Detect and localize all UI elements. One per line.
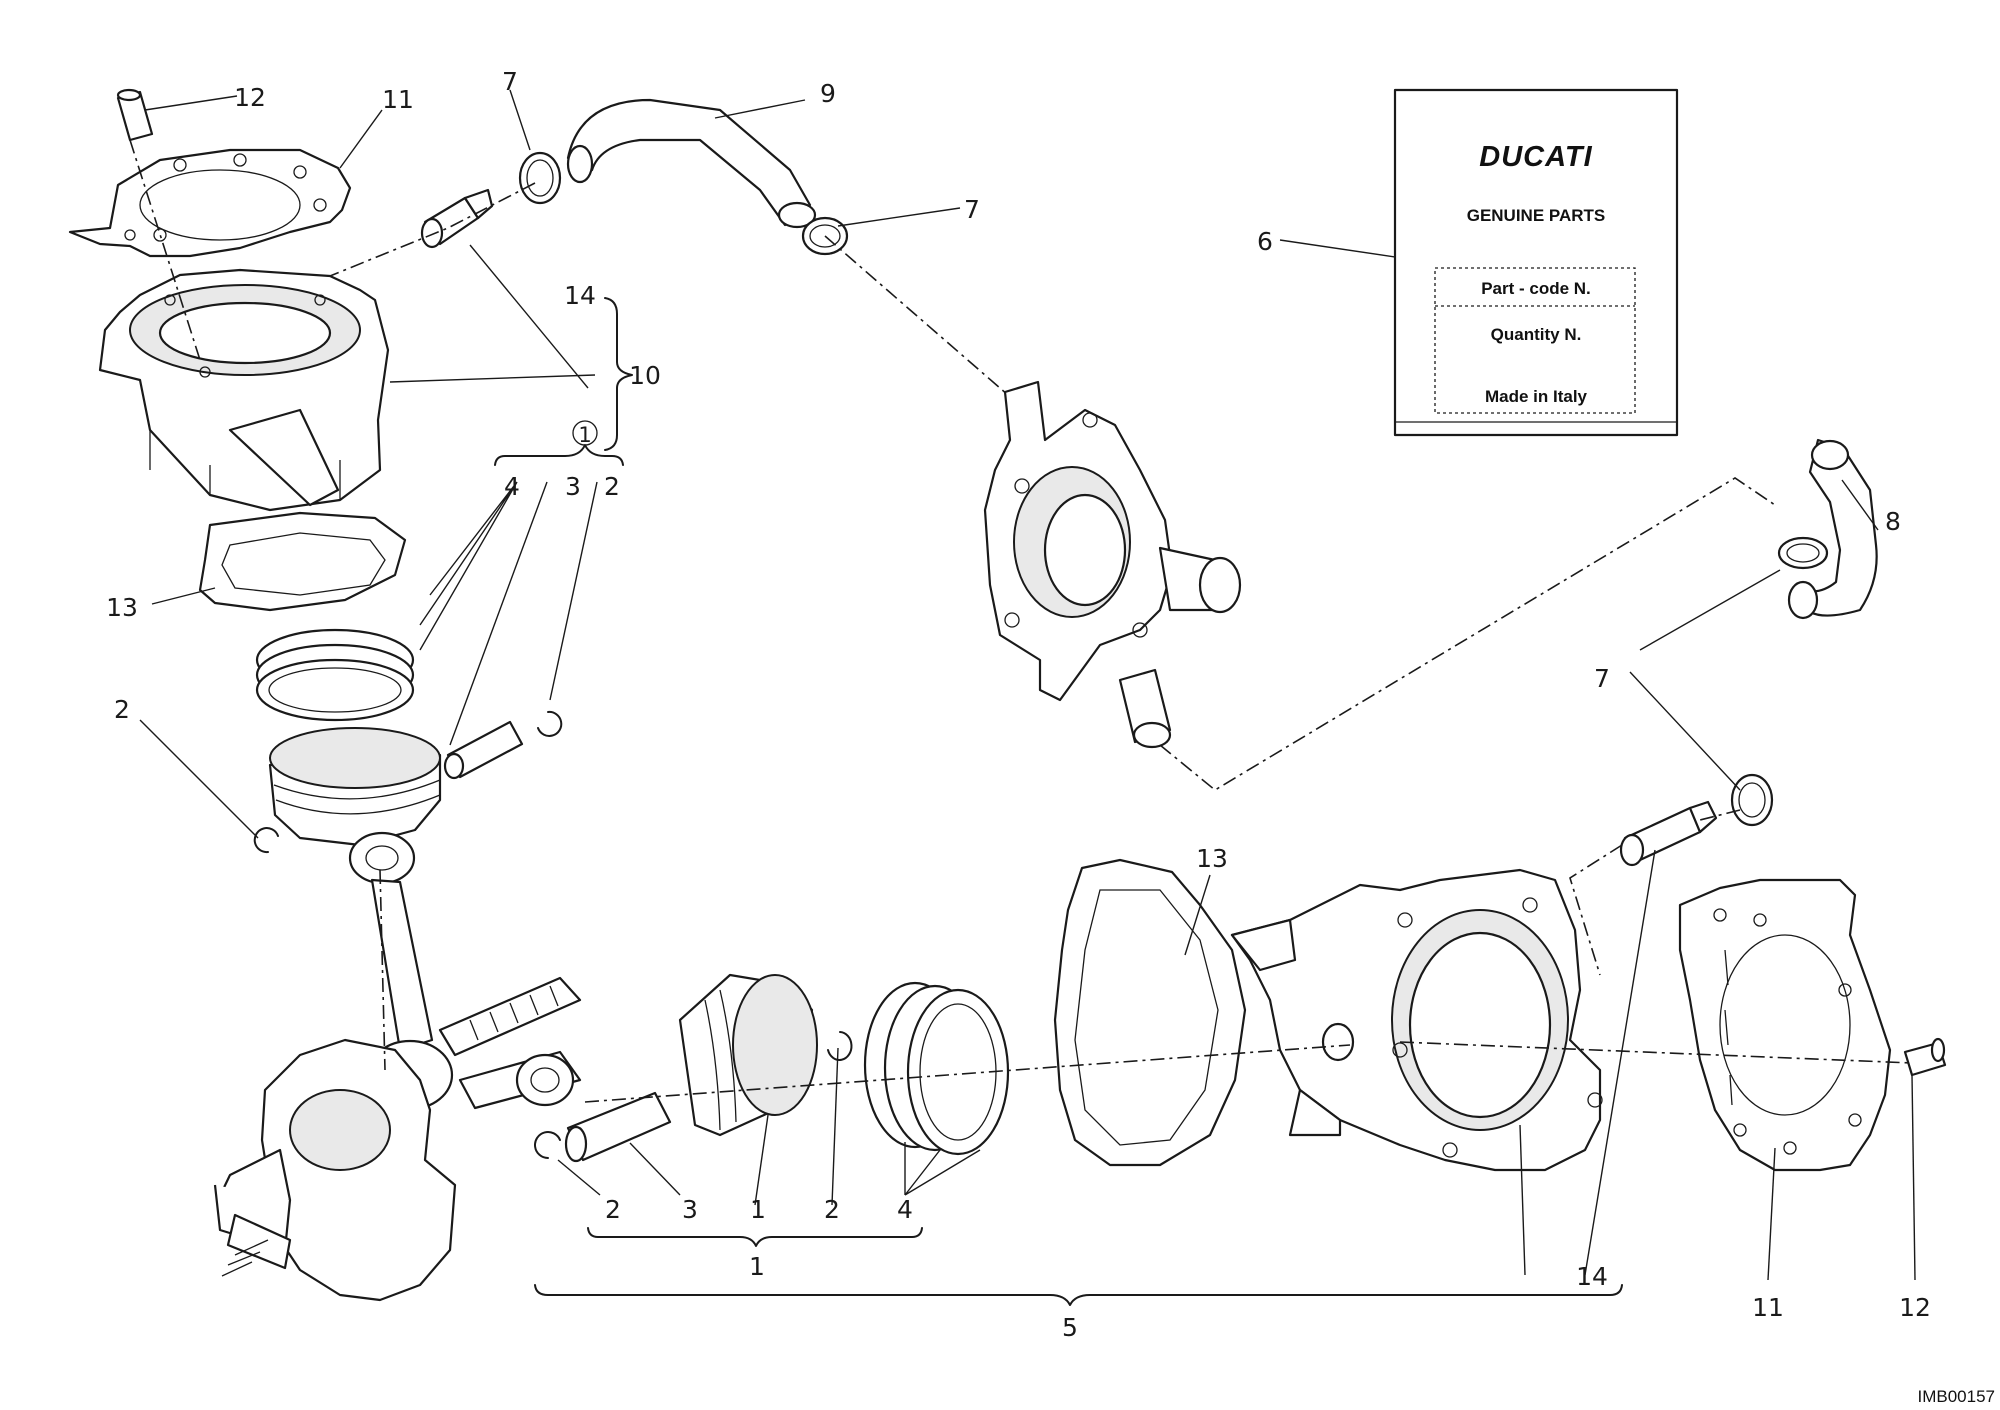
- callout-7-top-left: 7: [502, 67, 518, 96]
- union-fitting-top[interactable]: [420, 188, 494, 249]
- gasket-base-bottom[interactable]: [1053, 858, 1247, 1167]
- callout-11-bottom: 11: [1752, 1293, 1784, 1322]
- callout-4-top: 4: [504, 472, 520, 501]
- callout-9: 9: [820, 79, 836, 108]
- card-field-part-code: Part - code N.: [1481, 279, 1591, 298]
- callout-1-bottom-group: 1: [749, 1252, 765, 1281]
- callout-12-bottom: 12: [1899, 1293, 1931, 1322]
- circled-1-marker: [572, 420, 598, 446]
- crankshaft[interactable]: [213, 976, 582, 1302]
- genuine-parts-label-card: DUCATI GENUINE PARTS Part - code N. Quan…: [1393, 88, 1679, 437]
- piston-rings-top[interactable]: [255, 628, 415, 722]
- hose-clamp-top-left[interactable]: [518, 151, 562, 205]
- circlip-bottom-right[interactable]: [827, 1031, 853, 1061]
- callout-3-top: 3: [565, 472, 581, 501]
- circlip-bottom-left[interactable]: [534, 1131, 561, 1159]
- piston-top[interactable]: [268, 727, 442, 847]
- circlip-top-left[interactable]: [253, 827, 279, 854]
- callout-12-top: 12: [234, 83, 266, 112]
- callout-labels: 12 11 7 9 7 14 10 1 4 3 2 13 2 6 8 7 13 …: [106, 67, 1931, 1342]
- water-pump[interactable]: [983, 380, 1242, 749]
- piston-rings-bottom[interactable]: [863, 981, 1010, 1156]
- callout-7-right: 7: [1594, 664, 1610, 693]
- callout-2-bottom-right: 2: [824, 1195, 840, 1224]
- diagram-code: IMB00157: [1918, 1387, 1996, 1406]
- piston-pin-bottom[interactable]: [564, 1091, 672, 1163]
- callout-11-top: 11: [382, 85, 414, 114]
- callout-1-circled: 1: [578, 423, 591, 447]
- hose-top[interactable]: [566, 98, 817, 229]
- callout-10: 10: [629, 361, 661, 390]
- card-field-origin: Made in Italy: [1485, 387, 1588, 406]
- head-gasket-top[interactable]: [68, 148, 352, 258]
- callout-3-bottom: 3: [682, 1195, 698, 1224]
- leader-lines: [139, 89, 1916, 1281]
- callout-6: 6: [1257, 227, 1273, 256]
- dowel-pin-bottom[interactable]: [1903, 1037, 1947, 1077]
- piston-bottom[interactable]: [678, 973, 818, 1137]
- callout-13-top: 13: [106, 593, 138, 622]
- head-gasket-bottom[interactable]: [1678, 878, 1892, 1172]
- circlip-top-right[interactable]: [537, 710, 563, 737]
- cylinder-top[interactable]: [98, 268, 390, 512]
- callout-2-top-left: 2: [114, 695, 130, 724]
- callout-13-middle: 13: [1196, 844, 1228, 873]
- gasket-base-top[interactable]: [198, 511, 407, 612]
- cylinder-bottom[interactable]: [1230, 868, 1603, 1172]
- card-field-quantity: Quantity N.: [1491, 325, 1582, 344]
- callout-8: 8: [1885, 507, 1901, 536]
- hose-right[interactable]: [1787, 438, 1878, 620]
- callout-2-top-right: 2: [604, 472, 620, 501]
- hose-clamp-right-lower[interactable]: [1730, 773, 1774, 827]
- hose-clamp-right-upper[interactable]: [1777, 536, 1829, 570]
- card-brand: DUCATI: [1479, 141, 1592, 173]
- callout-14-bottom: 14: [1576, 1262, 1608, 1291]
- dowel-pin-top[interactable]: [116, 88, 154, 142]
- callout-5: 5: [1062, 1313, 1078, 1342]
- callout-2-bottom-left: 2: [605, 1195, 621, 1224]
- callout-4-bottom: 4: [897, 1195, 913, 1224]
- callout-1-bottom-leader: 1: [750, 1195, 766, 1224]
- assembly-axes: [129, 139, 1913, 1103]
- card-subtitle: GENUINE PARTS: [1467, 206, 1606, 225]
- callout-7-top-right: 7: [964, 195, 980, 224]
- union-fitting-bottom[interactable]: [1619, 800, 1718, 867]
- callout-14-top: 14: [564, 281, 596, 310]
- piston-pin-top[interactable]: [443, 720, 524, 780]
